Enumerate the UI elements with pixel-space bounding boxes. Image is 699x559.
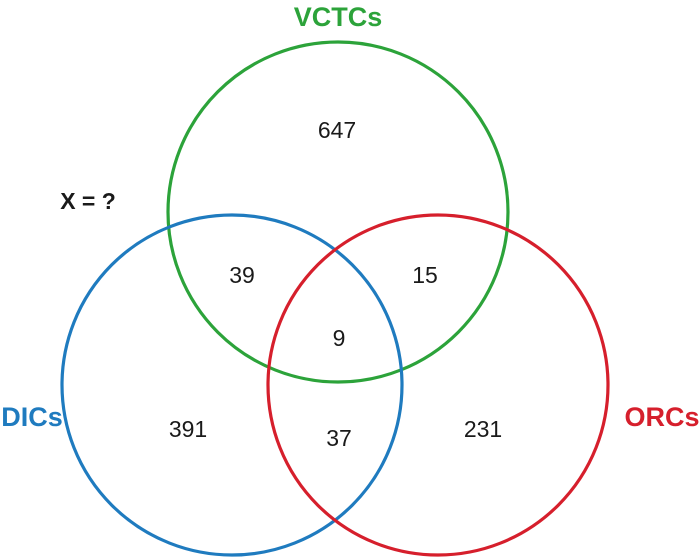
orcs-label: ORCs (624, 402, 699, 432)
region-dics-only: 391 (169, 416, 207, 442)
dics-circle (60, 213, 404, 557)
orcs-circle (266, 213, 610, 557)
region-vctcs-only: 647 (318, 117, 356, 143)
region-dics-orcs: 37 (326, 425, 352, 451)
region-vctcs-orcs: 15 (412, 262, 438, 288)
region-orcs-only: 231 (464, 416, 502, 442)
region-vctcs-dics: 39 (229, 262, 255, 288)
dics-label: DICs (1, 402, 63, 432)
vctcs-label: VCTCs (294, 2, 383, 32)
question-text: X = ? (60, 188, 116, 214)
region-all-three: 9 (333, 325, 346, 351)
vctcs-circle (166, 40, 510, 384)
